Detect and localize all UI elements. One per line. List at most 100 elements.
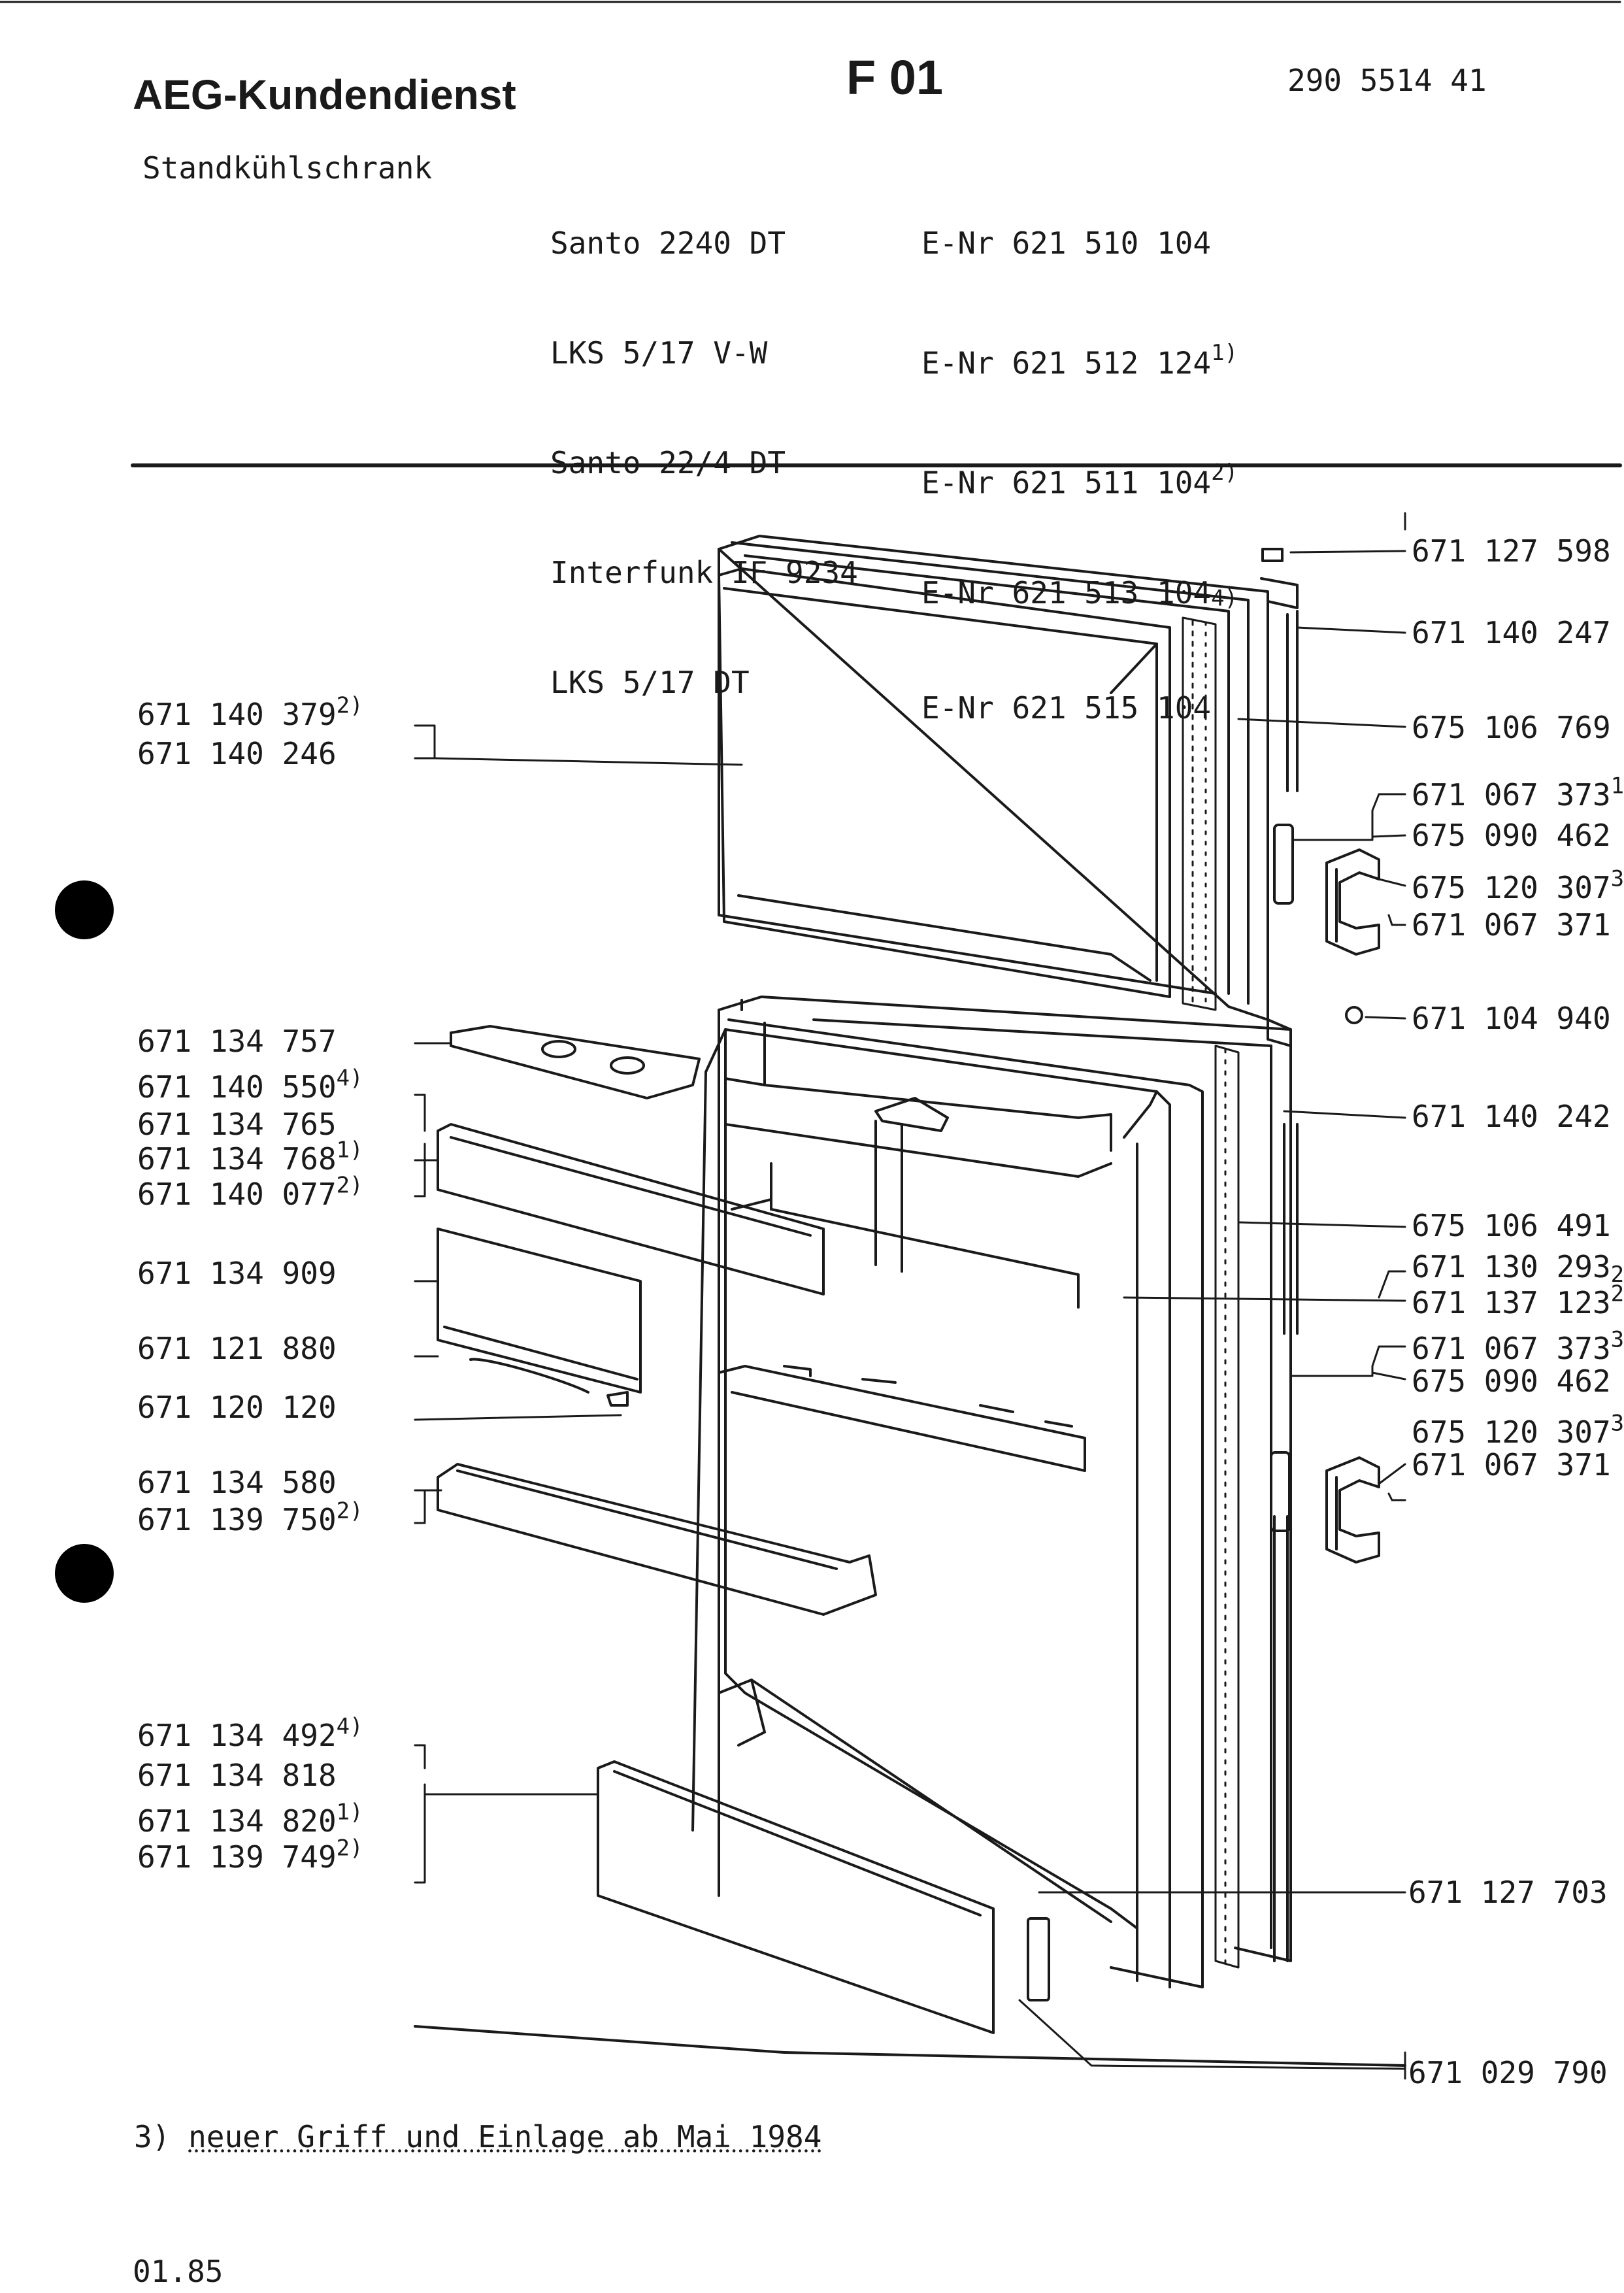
part-label: 671 140 242 [1412,1101,1611,1131]
part-number: 671 137 123 [1412,1285,1611,1320]
brand-title: AEG-Kundendienst [133,71,516,118]
issue-date: 01.85 [133,2254,224,2289]
bottle-shelf [597,1760,995,2034]
binder-hole-mark [55,1544,114,1603]
part-number: 671 134 820 [137,1803,337,1839]
enr-row: E-Nr 621 512 1241) [921,335,1238,381]
leader-lines-right [1018,512,1406,2080]
part-number: 671 121 880 [137,1331,337,1366]
sheet-id: F 01 [846,50,944,105]
part-number: 671 140 379 [137,697,337,732]
hinge-axis-lines [1273,610,1299,1962]
part-label: 671 067 371 [1412,910,1611,940]
part-number: 671 134 768 [137,1141,337,1177]
footnote-body: neuer Griff und Einlage ab Mai 1984 [188,2119,822,2154]
part-label: 671 134 7681) [137,1139,363,1177]
leader-lines-left [414,724,1406,2067]
part-label: 671 139 7502) [137,1499,363,1537]
part-number: 675 106 769 [1412,710,1611,745]
freezer-door [718,535,1299,1021]
enr-number: E-Nr 621 512 124 [921,345,1212,381]
part-label: 671 140 246 [137,739,337,769]
part-label: 671 140 3792) [137,694,363,732]
part-footnote: 3 [1610,1410,1624,1437]
part-number: 671 139 749 [137,1839,337,1875]
model-name: Santo 22/4 DT [550,445,786,480]
flap [437,1228,642,1394]
part-footnote: 2) [336,1172,363,1199]
part-label: 671 121 880 [137,1333,337,1364]
part-label: 675 120 3073 [1412,1412,1624,1447]
part-footnote: 2) [336,692,363,719]
part-footnote: 2 [1610,1280,1624,1307]
model-name: Interfunk IF 9234 [550,555,858,590]
part-label: 671 134 757 [137,1026,337,1056]
part-footnote: 1) [336,1799,363,1826]
part-number: 671 140 242 [1412,1099,1611,1134]
part-number: 671 104 940 [1412,1001,1611,1036]
butter-tray [450,1025,701,1099]
part-footnote: 4) [336,1065,363,1092]
enr-row: E-Nr 621 511 1042) [921,454,1238,501]
part-number: 671 140 246 [137,736,337,771]
appliance-type: Standkühlschrank [142,150,433,186]
part-number: 671 134 765 [137,1107,337,1142]
shelf-front-upper [437,1123,825,1296]
screw-icon [1261,548,1363,1024]
part-number: 671 139 750 [137,1502,337,1537]
enr-row: E-Nr 621 515 104 [921,690,1238,726]
part-label: 671 134 818 [137,1760,337,1790]
part-number: 671 134 818 [137,1758,337,1793]
document-number: 290 5514 41 [1287,63,1487,98]
footnote-text: 3) neuer Griff und Einlage ab Mai 1984 [134,2119,821,2154]
part-label: 675 106 769 [1412,712,1611,743]
part-number: 675 106 491 [1412,1208,1611,1243]
part-number: 671 120 120 [137,1390,337,1425]
part-number: 671 134 757 [137,1024,337,1059]
part-footnote: 2) [336,1498,363,1524]
handle-assembly-lower [1270,1451,1380,1564]
part-number: 671 134 580 [137,1465,337,1500]
model-name: LKS 5/17 DT [550,665,750,700]
hinge-cover [1027,1917,1050,2001]
part-label: 671 067 3733 [1412,1328,1624,1364]
part-label: 671 134 909 [137,1258,337,1288]
part-number: 671 134 909 [137,1256,337,1291]
part-label: 675 106 491 [1412,1211,1611,1241]
enr-list: E-Nr 621 510 104 E-Nr 621 512 1241) E-Nr… [921,152,1238,763]
part-footnote: 1) [336,1137,363,1163]
part-number: 671 140 077 [137,1177,337,1212]
part-label: 671 127 598 [1412,536,1611,566]
model-name: Santo 2240 DT [550,226,786,261]
part-label: 671 134 580 [137,1467,337,1498]
part-number: 671 067 371 [1412,907,1611,943]
part-footnote: 3 [1610,865,1624,892]
enr-number: E-Nr 621 515 104 [921,690,1212,726]
shelf-front-lower [437,1463,877,1616]
part-label: 675 120 3073 [1412,867,1624,903]
part-number: 671 130 293 [1412,1249,1611,1284]
binder-hole-mark [55,880,114,939]
part-number: 671 134 492 [137,1718,337,1753]
part-number: 671 127 598 [1412,533,1611,569]
part-label: 671 140 5504) [137,1067,363,1105]
enr-footnote: 1) [1211,340,1238,366]
part-label: 675 090 462 [1412,1366,1611,1396]
enr-number: E-Nr 621 510 104 [921,226,1212,261]
part-label: 671 140 0772) [137,1174,363,1212]
part-number: 675 090 462 [1412,818,1611,853]
part-number: 671 127 703 [1408,1875,1608,1910]
part-number: 671 067 371 [1412,1447,1611,1482]
part-footnote: 2 [1610,1261,1624,1288]
part-footnote: 2) [336,1835,363,1862]
part-footnote: 1 [1610,773,1624,799]
part-label: 671 137 1232 [1412,1282,1624,1320]
model-list: Santo 2240 DT LKS 5/17 V-W Santo 22/4 DT… [550,152,858,737]
part-number: 671 140 550 [137,1069,337,1105]
part-label: 675 090 462 [1412,820,1611,850]
part-label: 671 029 790 [1408,2058,1608,2088]
part-label: 671 130 2932 [1412,1249,1624,1286]
fridge-door [691,996,1292,1988]
part-label: 671 134 765 [137,1109,337,1139]
